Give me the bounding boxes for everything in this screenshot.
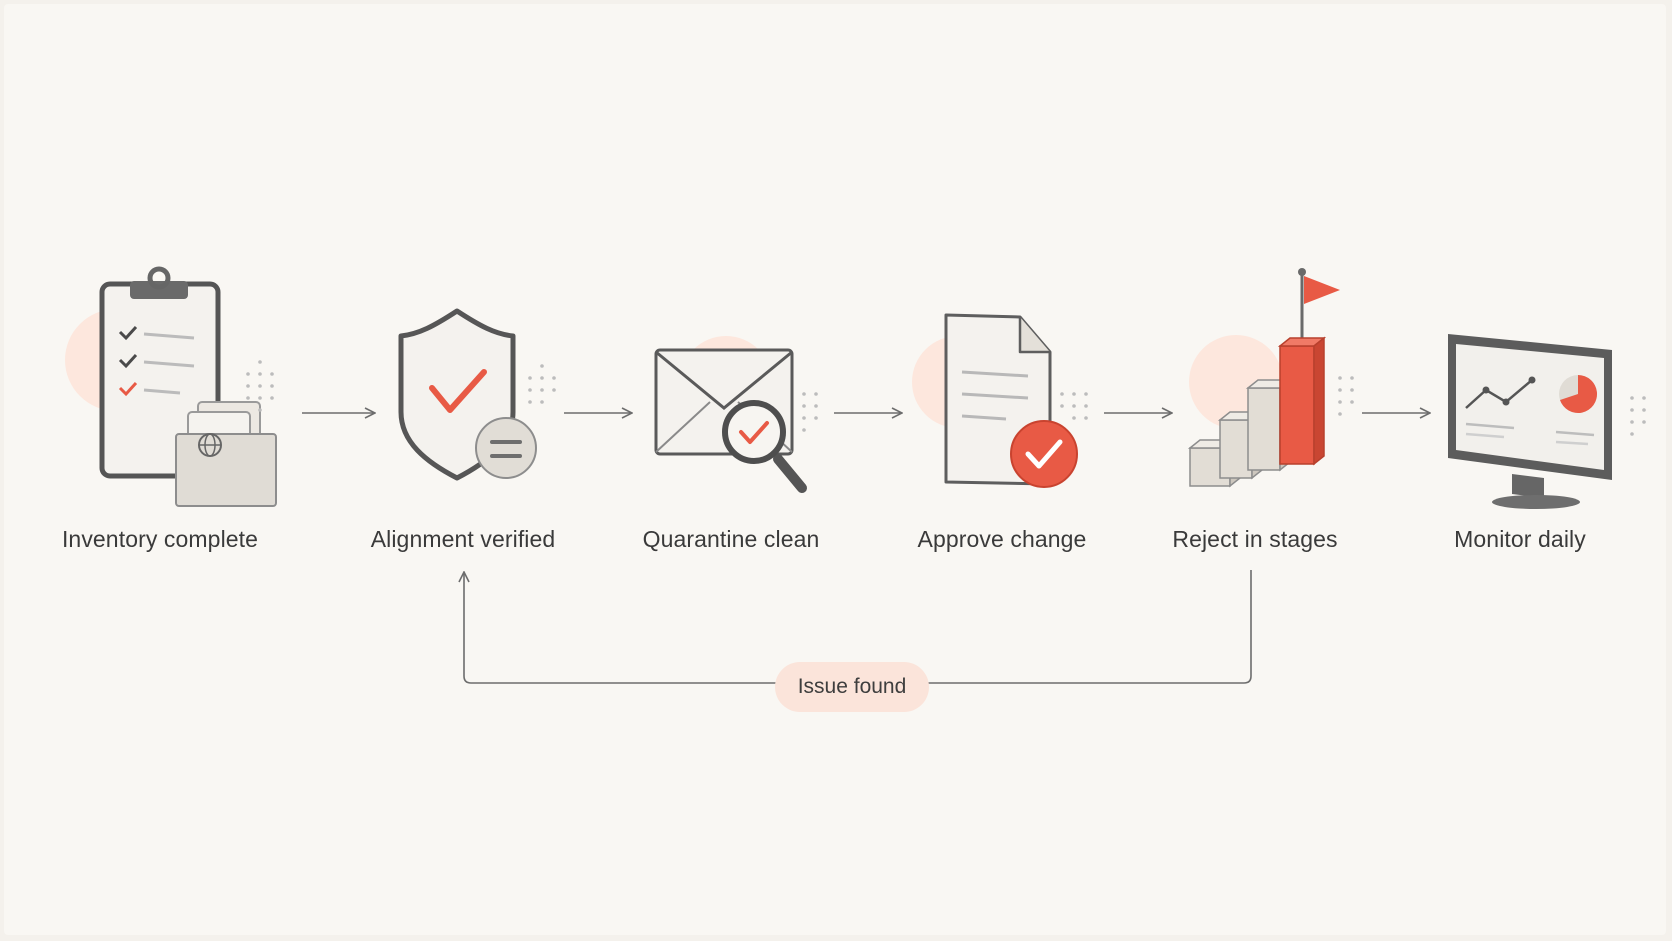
monitor-dashboard-icon: [1448, 334, 1646, 509]
document-approved-icon: [912, 313, 1088, 488]
staged-bars-flag-icon: [1187, 268, 1354, 488]
clipboard-checklist-icon: [65, 266, 277, 507]
step-label-reject: Reject in stages: [1172, 526, 1338, 552]
step-label-inventory: Inventory complete: [61, 526, 259, 552]
step-label-monitor: Monitor daily: [1454, 526, 1586, 552]
step-label-approve: Approve change: [917, 526, 1087, 552]
step-label-quarantine: Quarantine clean: [642, 526, 820, 552]
issue-found-badge: Issue found: [775, 662, 929, 712]
envelope-magnifier-icon: [654, 336, 818, 493]
process-flow: [65, 266, 1646, 684]
diagram-canvas: Inventory complete Alignment verified Qu…: [4, 4, 1666, 935]
step-label-alignment: Alignment verified: [370, 526, 556, 552]
shield-check-icon: [398, 308, 556, 481]
